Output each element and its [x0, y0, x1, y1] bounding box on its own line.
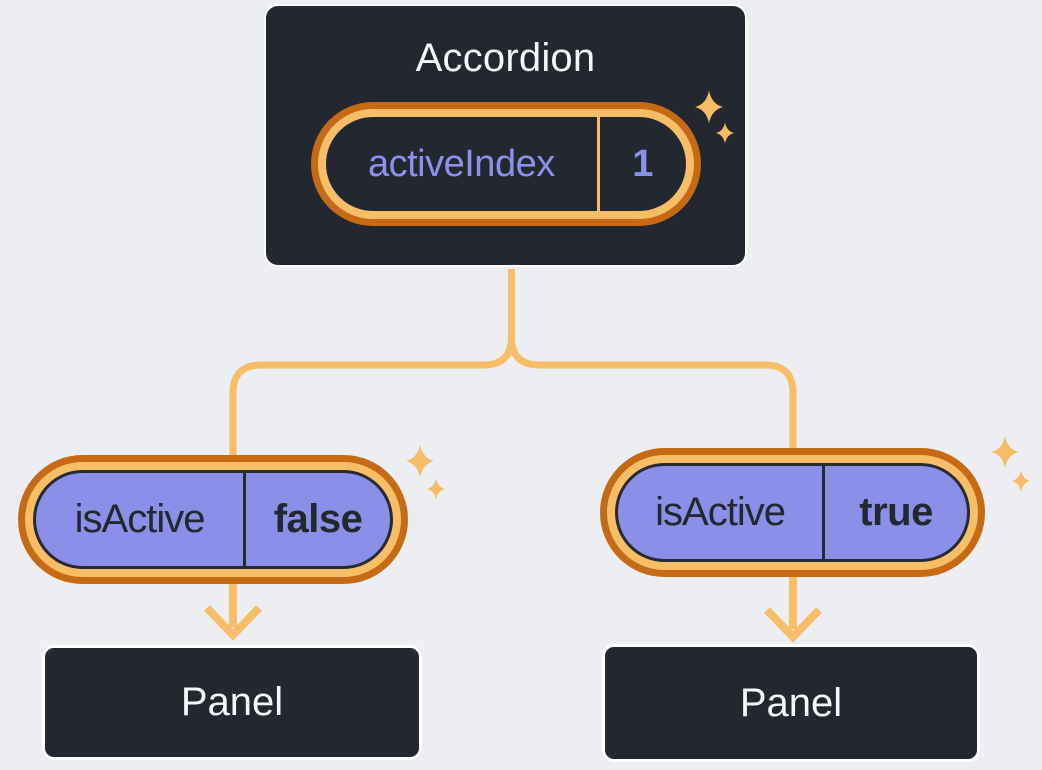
prop-name: isActive — [655, 490, 786, 534]
accordion-component-node: Accordion activeIndex 1 — [264, 4, 747, 267]
prop-pill-ring: isActive false — [25, 462, 401, 577]
pill-divider — [822, 466, 826, 559]
state-value: 1 — [632, 142, 653, 185]
state-name: activeIndex — [367, 142, 555, 185]
state-pill-ring: activeIndex 1 — [317, 109, 694, 219]
prop-name: isActive — [74, 497, 206, 541]
component-title: Accordion — [415, 36, 596, 80]
pill-divider — [243, 473, 247, 566]
state-pill-body: activeIndex 1 — [325, 117, 686, 211]
arrow-down-icon — [764, 574, 822, 643]
prop-pill-body: isActive false — [33, 470, 393, 569]
prop-pill-ring: isActive true — [607, 455, 978, 570]
panel-node-right: Panel — [602, 644, 980, 762]
pill-divider — [597, 117, 600, 211]
panel-title: Panel — [180, 680, 284, 724]
prop-pill-right: isActive true — [600, 448, 985, 577]
state-pill: activeIndex 1 — [310, 102, 701, 226]
prop-pill-body: isActive true — [615, 463, 970, 562]
prop-value: false — [273, 497, 363, 541]
connector-left-branch — [229, 269, 515, 458]
prop-pill-left: isActive false — [18, 455, 408, 584]
arrow-down-icon — [204, 580, 262, 641]
panel-title: Panel — [739, 680, 843, 725]
connector-right-branch — [508, 269, 797, 452]
prop-value: true — [859, 490, 933, 534]
panel-node-left: Panel — [42, 645, 422, 760]
